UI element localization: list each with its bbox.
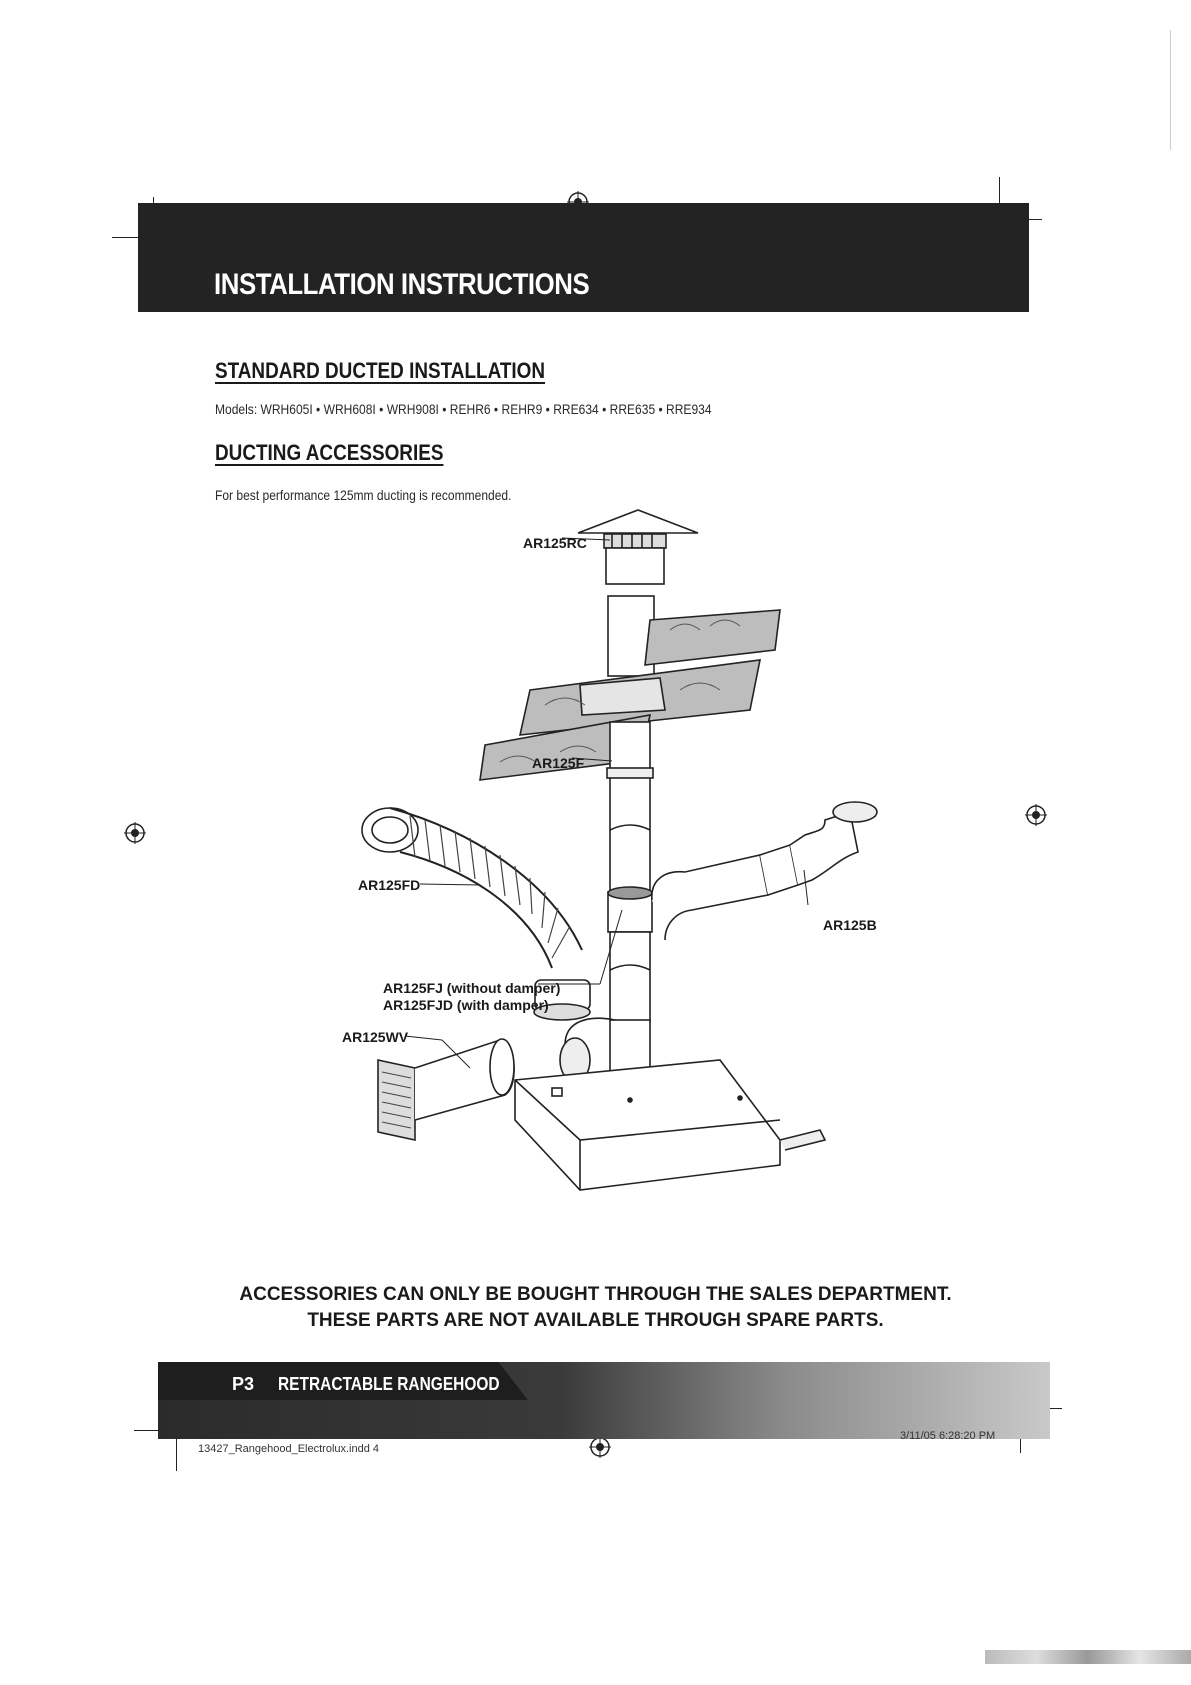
ducting-accessories-heading: DUCTING ACCESSORIES: [215, 440, 444, 465]
flexible-duct-illustration: [361, 807, 583, 969]
label-ar125fd: AR125FD: [358, 877, 420, 893]
crop-mark: [134, 1430, 166, 1431]
crop-mark: [176, 1437, 177, 1471]
crop-mark: [999, 177, 1000, 207]
label-ar125rc: AR125RC: [523, 535, 587, 551]
models-list: Models: WRH605I • WRH608I • WRH908I • RE…: [215, 401, 712, 417]
footer-tab: [158, 1362, 528, 1400]
crop-mark: [1170, 30, 1171, 150]
registration-mark-icon: [1025, 804, 1047, 826]
registration-mark-icon: [124, 822, 146, 844]
header-band: [138, 203, 1029, 312]
ducting-diagram: AR125RC AR125F AR125FD AR125B AR125FJ (w…: [342, 509, 878, 1191]
crop-mark: [1020, 1425, 1021, 1453]
registration-mark-icon: [589, 1436, 611, 1458]
footer-title: RETRACTABLE RANGEHOOD: [278, 1374, 500, 1394]
page-number: P3: [232, 1374, 255, 1394]
scan-artifact: [985, 1650, 1191, 1664]
roof-cowl-illustration: [577, 509, 699, 585]
sales-notice-line2: THESE PARTS ARE NOT AVAILABLE THROUGH SP…: [307, 1310, 884, 1331]
print-timestamp: 3/11/05 6:28:20 PM: [900, 1430, 996, 1442]
label-ar125f: AR125F: [532, 755, 585, 771]
roof-tiles-illustration: [479, 609, 781, 781]
page-title: INSTALLATION INSTRUCTIONS: [214, 268, 590, 301]
label-ar125fjd: AR125FJD (with damper): [383, 997, 549, 1013]
label-ar125wv: AR125WV: [342, 1029, 409, 1045]
crop-mark: [112, 237, 144, 238]
sales-notice-line1: ACCESSORIES CAN ONLY BE BOUGHT THROUGH T…: [239, 1284, 952, 1305]
wall-vent-illustration: [377, 1038, 515, 1141]
file-slug: 13427_Rangehood_Electrolux.indd 4: [198, 1443, 380, 1455]
label-ar125b: AR125B: [823, 917, 877, 933]
rangehood-body-illustration: [514, 1059, 827, 1191]
standard-installation-heading: STANDARD DUCTED INSTALLATION: [215, 358, 546, 383]
bend-duct-illustration: [651, 801, 878, 941]
label-ar125fj: AR125FJ (without damper): [383, 980, 560, 996]
ducting-recommendation: For best performance 125mm ducting is re…: [215, 487, 512, 503]
